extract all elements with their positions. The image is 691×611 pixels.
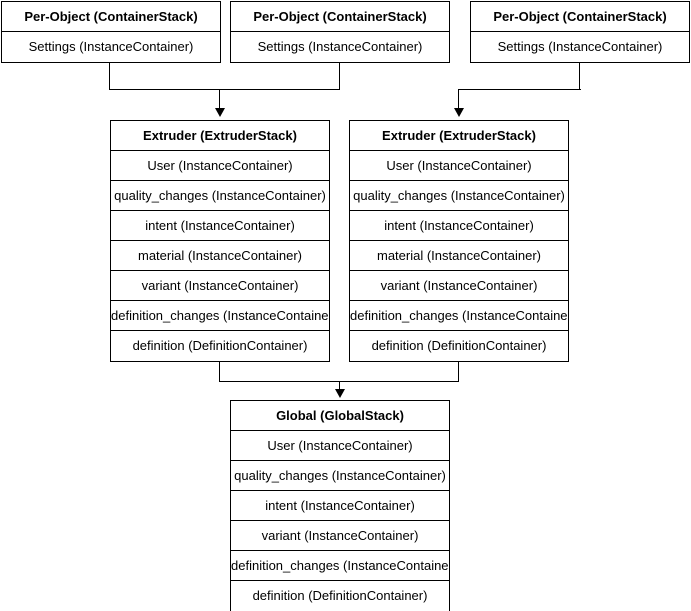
edge-per-object-1-down [109,61,110,90]
node-extruder-2-row-definition-changes: definition_changes (InstanceContainer) [350,301,568,331]
node-per-object-3[interactable]: Per-Object (ContainerStack) Settings (In… [470,1,690,63]
node-extruder-2-row-variant: variant (InstanceContainer) [350,271,568,301]
edge-per-object-1-2-merge [109,89,340,90]
node-global-stack[interactable]: Global (GlobalStack) User (InstanceConta… [230,400,450,611]
node-per-object-2[interactable]: Per-Object (ContainerStack) Settings (In… [230,1,450,63]
node-per-object-2-row-settings: Settings (InstanceContainer) [257,39,423,54]
node-global-stack-row-variant: variant (InstanceContainer) [231,521,449,551]
node-extruder-2-row-material: material (InstanceContainer) [350,241,568,271]
node-extruder-1-row-material: material (InstanceContainer) [111,241,329,271]
node-extruder-2-row-user: User (InstanceContainer) [350,151,568,181]
node-extruder-2-row-intent: intent (InstanceContainer) [350,211,568,241]
node-global-stack-header: Global (GlobalStack) [231,401,449,431]
node-per-object-3-header: Per-Object (ContainerStack) [471,2,689,32]
node-per-object-1[interactable]: Per-Object (ContainerStack) Settings (In… [1,1,221,63]
node-extruder-1-row-definition-changes: definition_changes (InstanceContainer) [111,301,329,331]
node-extruder-2-row-definition: definition (DefinitionContainer) [371,338,547,353]
node-extruder-1-row-intent: intent (InstanceContainer) [111,211,329,241]
edge-per-object-3-down [579,61,580,90]
edge-per-object-3-across [458,89,581,90]
node-global-stack-row-user: User (InstanceContainer) [231,431,449,461]
node-per-object-3-row-settings: Settings (InstanceContainer) [497,39,663,54]
node-global-stack-row-intent: intent (InstanceContainer) [231,491,449,521]
node-global-stack-row-definition-changes: definition_changes (InstanceContainer) [231,551,449,581]
node-per-object-1-header: Per-Object (ContainerStack) [2,2,220,32]
node-extruder-1[interactable]: Extruder (ExtruderStack) User (InstanceC… [110,120,330,362]
node-extruder-1-header: Extruder (ExtruderStack) [111,121,329,151]
edge-to-global [339,381,340,391]
arrowhead-global [335,389,345,398]
node-extruder-1-row-variant: variant (InstanceContainer) [111,271,329,301]
node-global-stack-row-quality-changes: quality_changes (InstanceContainer) [231,461,449,491]
node-extruder-1-row-user: User (InstanceContainer) [111,151,329,181]
arrowhead-extruder-2 [454,108,464,117]
node-per-object-1-row-settings: Settings (InstanceContainer) [28,39,194,54]
edge-extruder-2-down [458,360,459,382]
arrowhead-extruder-1 [215,108,225,117]
edge-to-extruder-2 [458,89,459,110]
node-per-object-2-header: Per-Object (ContainerStack) [231,2,449,32]
node-extruder-1-row-definition: definition (DefinitionContainer) [132,338,308,353]
node-extruder-2-row-quality-changes: quality_changes (InstanceContainer) [350,181,568,211]
node-extruder-1-row-quality-changes: quality_changes (InstanceContainer) [111,181,329,211]
node-global-stack-row-definition: definition (DefinitionContainer) [252,588,428,603]
node-extruder-2[interactable]: Extruder (ExtruderStack) User (InstanceC… [349,120,569,362]
edge-extruder-1-down [219,360,220,382]
edge-per-object-2-down [339,61,340,90]
edge-to-extruder-1 [219,89,220,110]
node-extruder-2-header: Extruder (ExtruderStack) [350,121,568,151]
